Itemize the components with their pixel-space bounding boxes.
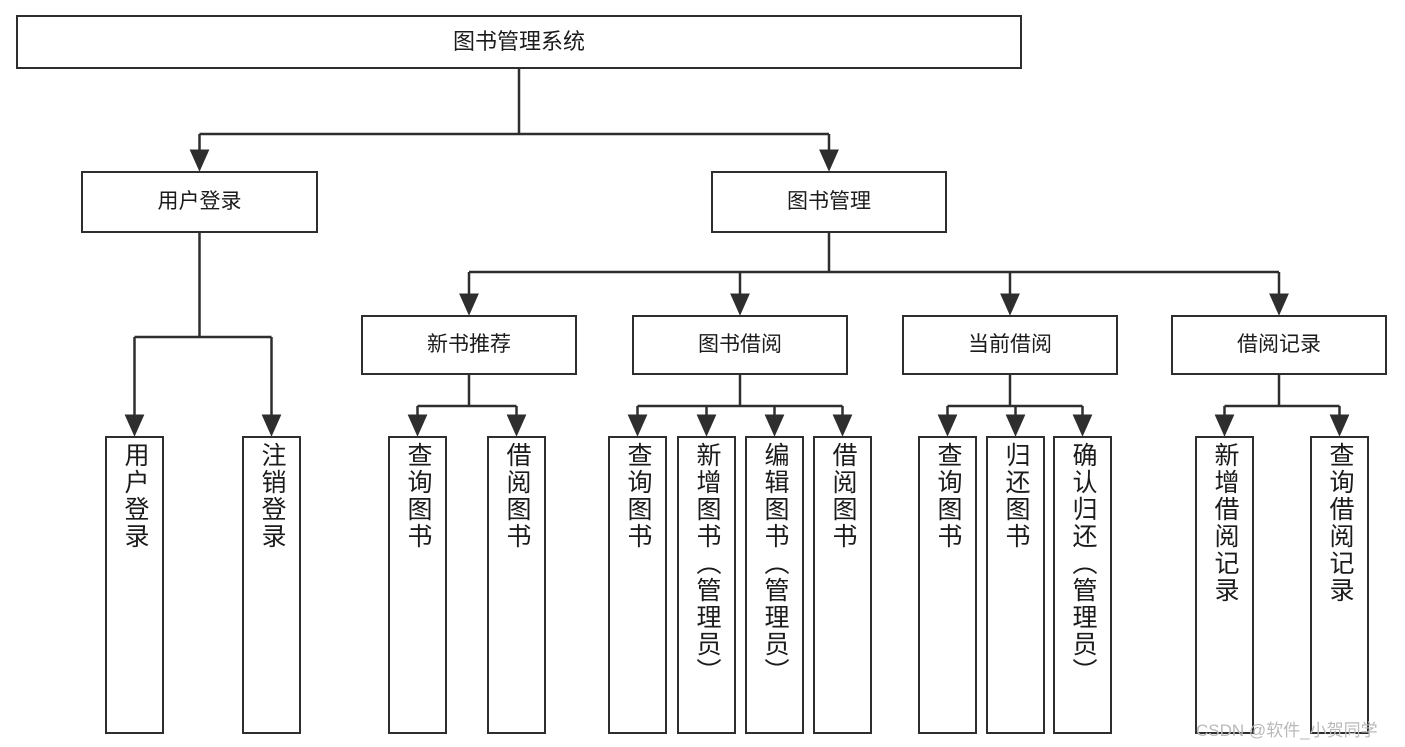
node-label-l3-borrow-book-a: 借阅图书 <box>503 442 531 550</box>
node-label-l1-user-login: 用户登录 <box>157 189 242 213</box>
node-l3-add-book[interactable]: 新增图书（管理员） <box>677 436 736 734</box>
node-label-l3-add-record: 新增借阅记录 <box>1211 442 1239 604</box>
node-label-l3-return-book: 归还图书 <box>1002 442 1030 550</box>
node-l3-add-record[interactable]: 新增借阅记录 <box>1195 436 1254 734</box>
node-label-l1-book-manage: 图书管理 <box>787 189 871 213</box>
node-label-l3-user-login: 用户登录 <box>121 442 149 550</box>
node-l3-query-book-b[interactable]: 查询图书 <box>608 436 667 734</box>
node-l3-query-book-c[interactable]: 查询图书 <box>918 436 977 734</box>
node-label-l3-query-book-a: 查询图书 <box>404 442 432 550</box>
node-l3-query-book-a[interactable]: 查询图书 <box>388 436 447 734</box>
node-label-l3-query-record: 查询借阅记录 <box>1326 442 1354 604</box>
node-l2-current-borrow[interactable]: 当前借阅 <box>902 315 1118 375</box>
node-l3-confirm-return[interactable]: 确认归还（管理员） <box>1053 436 1112 734</box>
node-label-l3-add-book: 新增图书（管理员） <box>693 442 721 685</box>
node-label-l3-confirm-return: 确认归还（管理员） <box>1069 442 1097 685</box>
node-l2-book-borrow[interactable]: 图书借阅 <box>632 315 848 375</box>
node-l3-borrow-book-a[interactable]: 借阅图书 <box>487 436 546 734</box>
node-label-l2-book-borrow: 图书借阅 <box>698 332 782 356</box>
node-label-l2-borrow-record: 借阅记录 <box>1237 332 1321 356</box>
node-label-l2-new-book-rec: 新书推荐 <box>427 332 511 356</box>
node-label-l3-query-book-b: 查询图书 <box>624 442 652 550</box>
node-label-l3-borrow-book-b: 借阅图书 <box>829 442 857 550</box>
node-l3-logout-login[interactable]: 注销登录 <box>242 436 301 734</box>
connector-paths <box>124 69 1350 437</box>
node-label-l3-query-book-c: 查询图书 <box>934 442 962 550</box>
node-l2-new-book-rec[interactable]: 新书推荐 <box>361 315 577 375</box>
node-l1-book-manage[interactable]: 图书管理 <box>711 171 947 233</box>
node-root[interactable]: 图书管理系统 <box>16 15 1022 69</box>
node-label-l2-current-borrow: 当前借阅 <box>968 332 1052 356</box>
node-l3-edit-book[interactable]: 编辑图书（管理员） <box>745 436 804 734</box>
node-l3-return-book[interactable]: 归还图书 <box>986 436 1045 734</box>
node-l2-borrow-record[interactable]: 借阅记录 <box>1171 315 1387 375</box>
node-label-l3-logout-login: 注销登录 <box>258 442 286 550</box>
node-label-l3-edit-book: 编辑图书（管理员） <box>761 442 789 685</box>
node-l3-borrow-book-b[interactable]: 借阅图书 <box>813 436 872 734</box>
node-l3-query-record[interactable]: 查询借阅记录 <box>1310 436 1369 734</box>
node-l1-user-login[interactable]: 用户登录 <box>81 171 318 233</box>
node-label-root: 图书管理系统 <box>452 29 585 55</box>
node-l3-user-login[interactable]: 用户登录 <box>105 436 164 734</box>
